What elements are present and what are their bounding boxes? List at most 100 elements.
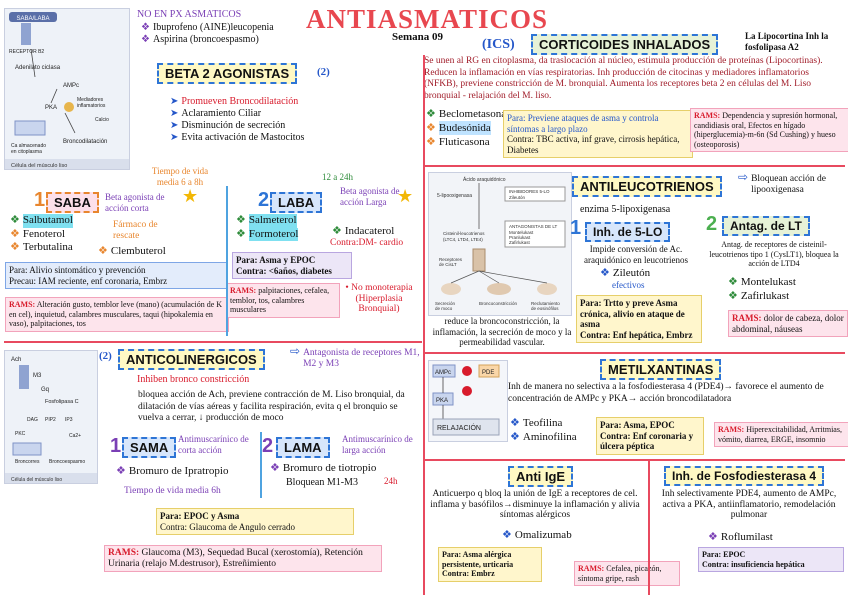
clembuterol-item: ❖Clembuterol <box>98 245 166 257</box>
arrow-right-icon: ➤ <box>170 132 179 143</box>
laba-heading: LABA <box>270 192 323 213</box>
no-asmaticos-heading: NO EN PX ASMATICOS <box>137 9 242 20</box>
list-item: ❖Fluticasona <box>426 136 490 148</box>
antileuco-effects: reduce la broncoconstricción, la inflama… <box>432 316 572 347</box>
laba-description: Beta agonista de acción Larga <box>340 186 400 207</box>
saba-description: Beta agonista de acción corta <box>105 192 165 213</box>
anticol-indications-box: Para: EPOC y Asma Contra: Glaucoma de An… <box>156 508 354 535</box>
week-label: Semana 09 <box>392 31 444 43</box>
figure-label: SABA/LABA <box>16 16 49 22</box>
diamond-icon: ❖ <box>141 34 150 45</box>
lama-heading: LAMA <box>276 437 330 458</box>
list-item: ❖Fenoterol <box>10 227 66 240</box>
arrow-right-icon: ⇨ <box>290 344 301 358</box>
svg-text:ANTAGONISTAS DE LT: ANTAGONISTAS DE LT <box>509 224 558 229</box>
section-divider <box>423 55 425 595</box>
pde4-indications-box: Para: EPOC Contra: insuficiencia hepátic… <box>698 547 844 572</box>
ics-label: (ICS) <box>482 37 515 52</box>
diamond-icon: ❖ <box>708 531 718 543</box>
saba-rams-box: RAMS: Alteración gusto, temblor leve (ma… <box>5 297 229 332</box>
diamond-icon: ❖ <box>426 122 436 134</box>
figure-label: Mediadores <box>77 97 104 103</box>
inh5lo-heading: Inh. de 5-LO <box>585 222 671 242</box>
svg-text:de CisLT: de CisLT <box>439 262 457 267</box>
antag-lt-description: Antag. de receptores de cisteinil-leucot… <box>709 240 839 268</box>
roflumilast-item: ❖Roflumilast <box>708 531 773 543</box>
figure-label: PKC <box>15 431 26 437</box>
lama-description: Antimuscarínico de larga acción <box>342 434 413 455</box>
diamond-icon: ❖ <box>600 267 610 279</box>
anticholinergic-mechanism-figure: Ach M3 Gq Fosfolipasa C DAG PIP2 IP3 PKC… <box>4 350 98 484</box>
list-item: ❖Formoterol <box>236 227 299 241</box>
metil-drugs-list: ❖Teofilina ❖Aminofilina <box>510 416 577 444</box>
figure-label: RECEPTOR B2 <box>9 49 44 55</box>
section-divider <box>425 459 845 461</box>
sama-description: Antimuscarínico de corta acción <box>178 434 249 455</box>
star-icon: ★ <box>397 186 414 206</box>
svg-text:Broncoconstricción: Broncoconstricción <box>479 301 518 306</box>
figure-label: AMPc <box>63 83 79 89</box>
arrow-right-icon: ➤ <box>170 108 179 119</box>
figure-label: M3 <box>33 373 42 379</box>
svg-text:de eosinófilos: de eosinófilos <box>531 306 559 311</box>
anticol-description: bloquea acción de Ach, previene contracc… <box>138 390 405 423</box>
zileuton-item: ❖Zileutón <box>600 267 651 279</box>
list-item: ❖Teofilina <box>510 417 563 429</box>
star-icon: ★ <box>182 186 199 206</box>
laba-contra-dm: Contra:DM- cardio <box>330 238 404 248</box>
anticol-antagonist-note: ⇨Antagonista de receptores M1, M2 y M3 <box>290 344 420 369</box>
anti-ige-indications-box: Para: Asma alérgica persistente, urticar… <box>438 547 542 582</box>
indacaterol-item: ❖Indacaterol <box>332 225 395 237</box>
rescue-drug-note: Fármaco de rescate <box>113 220 158 241</box>
svg-text:(LTC4, LTD4, LTE4): (LTC4, LTD4, LTE4) <box>443 237 483 242</box>
svg-text:INHIBIDORES 5-LO: INHIBIDORES 5-LO <box>509 189 550 194</box>
figure-label: Fosfolipasa C <box>45 399 79 405</box>
figure-label: Ácido araquidónico <box>463 176 506 183</box>
figure-label: PIP2 <box>45 417 56 423</box>
diamond-icon: ❖ <box>10 227 20 240</box>
sama-half-life: Tiempo de vida media 6h <box>124 486 221 496</box>
svg-text:Reclutamiento: Reclutamiento <box>531 301 560 306</box>
list-item: ❖Aminofilina <box>510 431 577 443</box>
figure-label: Gq <box>41 387 49 393</box>
section-divider <box>4 341 422 343</box>
figure-label: Broncorres <box>15 459 40 465</box>
anticol-inhiben: Inhiben bronco constricción <box>137 374 250 385</box>
antag-lt-rams-box: RAMS: dolor de cabeza, dolor abdominal, … <box>728 310 848 337</box>
list-item: ➤Promueven Broncodilatación <box>170 96 299 107</box>
beta2-effects-list: ➤Promueven Broncodilatación ➤Aclaramient… <box>170 96 304 144</box>
antag-lt-number: 2 <box>706 213 718 235</box>
figure-label: DAG <box>27 417 38 423</box>
laba-duration: 12 a 24h <box>322 172 353 182</box>
anti-ige-rams-box: RAMS: Cefalea, picazón, síntoma gripe, r… <box>574 561 680 586</box>
svg-text:Pranlukast: Pranlukast <box>509 235 531 240</box>
omalizumab-item: ❖Omalizumab <box>502 529 572 541</box>
beta2-mechanism-figure: SABA/LABA RECEPTOR B2 Adenilato ciclasa … <box>4 8 130 170</box>
list-item: ❖Aspirina (broncoespasmo) <box>141 34 259 45</box>
figure-label: 5-lipooxigenasa <box>437 193 472 199</box>
page-title: ANTIASMATICOS <box>306 4 549 34</box>
svg-text:Montelukast: Montelukast <box>509 230 534 235</box>
diamond-icon: ❖ <box>270 462 280 474</box>
list-item: ➤Aclaramiento Ciliar <box>170 108 262 119</box>
sama-number: 1 <box>110 435 122 457</box>
no-monotherapy-note: • No monoterapia (Hiperplasia Bronquial) <box>345 283 413 314</box>
list-item: ➤Evita activación de Mastocitos <box>170 132 305 143</box>
laba-number: 2 <box>258 189 270 211</box>
saba-heading: SABA <box>46 192 99 213</box>
diamond-icon: ❖ <box>141 22 150 33</box>
arrow-right-icon: ➤ <box>170 120 179 131</box>
figure-label: PDE <box>482 370 494 376</box>
figure-label: Adenilato ciclasa <box>15 65 61 71</box>
lipocortina-note: La Lipocortina Inh la fosfolipasa A2 <box>745 31 829 52</box>
metil-rams-box: RAMS: Hiperexcitabilidad, Arritmias, vóm… <box>714 422 848 447</box>
figure-label: Broncoespasmo <box>49 459 85 465</box>
section-divider <box>648 461 650 595</box>
pde4-description: Inh selectivamente PDE4, aumento de AMPc… <box>661 489 837 520</box>
list-item: ➤Disminución de secreción <box>170 120 286 131</box>
laba-drugs-list: ❖Salmeterol ❖Formoterol <box>236 214 299 241</box>
laba-rams-box: RAMS: palpitaciones, cefalea, temblor, t… <box>226 283 340 318</box>
arrow-right-icon: ➤ <box>170 96 179 107</box>
figure-label: Receptores <box>439 257 463 262</box>
diamond-icon: ❖ <box>236 214 246 226</box>
